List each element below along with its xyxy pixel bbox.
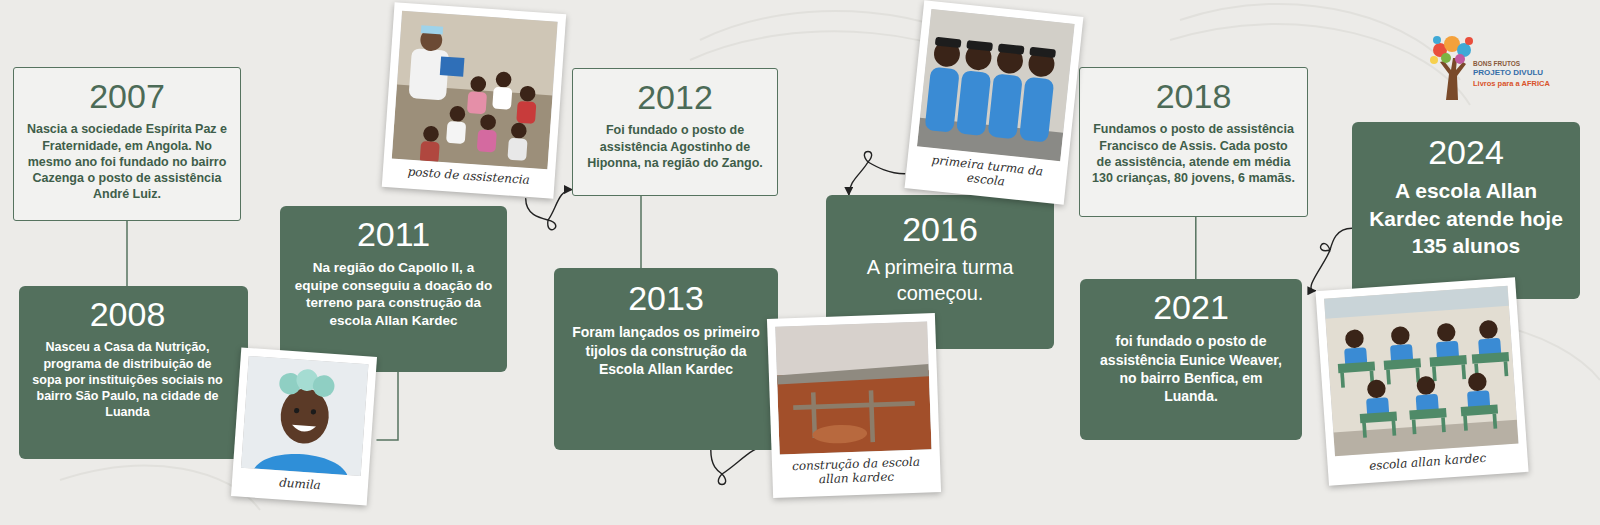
timeline-box: 2008Nasceu a Casa da Nutrição, programa … <box>19 286 248 459</box>
timeline-box: 2007Nascia a sociedade Espírita Paz e Fr… <box>13 67 241 221</box>
photo <box>392 11 558 170</box>
leaf <box>1455 54 1465 64</box>
year-heading: 2024 <box>1362 134 1570 171</box>
curly-arrow <box>1311 228 1352 291</box>
year-heading: 2007 <box>26 78 228 115</box>
event-text: Foi fundado o posto de assistência Agost… <box>585 122 765 171</box>
photo-card: escola allan kardec <box>1315 277 1528 485</box>
timeline-box: 2021 foi fundado o posto de assistência E… <box>1080 279 1302 440</box>
photo <box>1324 286 1519 456</box>
event-text: Fundamos o posto de assistência Francisc… <box>1092 121 1295 186</box>
curly-arrow <box>849 152 905 196</box>
timeline-connector <box>126 221 128 286</box>
leaf <box>1465 37 1473 45</box>
curly-arrow <box>711 446 767 485</box>
timeline-box: 2018Fundamos o posto de assistência Fran… <box>1079 67 1308 217</box>
event-text: A primeira turma começou. <box>838 254 1042 306</box>
leaf <box>1441 53 1451 63</box>
event-text: Nascia a sociedade Espírita Paz e Frater… <box>26 121 228 202</box>
year-heading: 2016 <box>838 211 1042 248</box>
photo <box>917 9 1075 161</box>
timeline-connector <box>377 372 398 440</box>
year-heading: 2013 <box>566 280 766 317</box>
timeline-connector <box>640 196 642 268</box>
event-text: Nasceu a Casa da Nutrição, programa de d… <box>31 339 224 420</box>
event-text: Foram lançados os primeiro tijolos da co… <box>566 323 766 378</box>
leaf <box>1430 56 1438 64</box>
timeline-box: 2011 Na região do Capollo II, a equipe co… <box>280 206 507 372</box>
tree-trunk <box>1440 58 1466 100</box>
photo-card: posto de assistencia <box>382 2 566 198</box>
timeline-connector <box>1195 217 1197 279</box>
photo-caption: construção da escola allan kardec <box>780 449 933 497</box>
logo-text: BONS FRUTOS <box>1473 60 1520 67</box>
logo-tree <box>1430 36 1473 100</box>
photo-card: primeira turma da escola <box>905 0 1084 204</box>
year-heading: 2018 <box>1092 78 1295 115</box>
timeline-box: 2024 A escola Allan Kardec atende hoje 13… <box>1352 122 1580 299</box>
logo-text: PROJETO DIVULU <box>1473 69 1543 78</box>
texture-swirls <box>60 4 1600 510</box>
leaf <box>1433 36 1441 44</box>
year-heading: 2011 <box>292 216 495 253</box>
logo-text: Livros para a AFRICA <box>1473 80 1550 88</box>
photo <box>241 356 369 476</box>
timeline-box: 2012Foi fundado o posto de assistência A… <box>572 68 778 196</box>
year-heading: 2021 <box>1092 289 1290 326</box>
event-text: A escola Allan Kardec atende hoje 135 al… <box>1362 177 1570 259</box>
event-text: foi fundado o posto de assistência Eunic… <box>1092 332 1290 405</box>
photo <box>775 321 931 454</box>
event-text: Na região do Capollo II, a equipe conseg… <box>292 259 495 329</box>
photo-card: dumila <box>231 347 377 505</box>
timeline-box: 2013Foram lançados os primeiro tijolos d… <box>554 268 778 450</box>
photo-card: construção da escola allan kardec <box>767 313 941 497</box>
year-heading: 2012 <box>585 79 765 116</box>
year-heading: 2008 <box>31 296 224 333</box>
